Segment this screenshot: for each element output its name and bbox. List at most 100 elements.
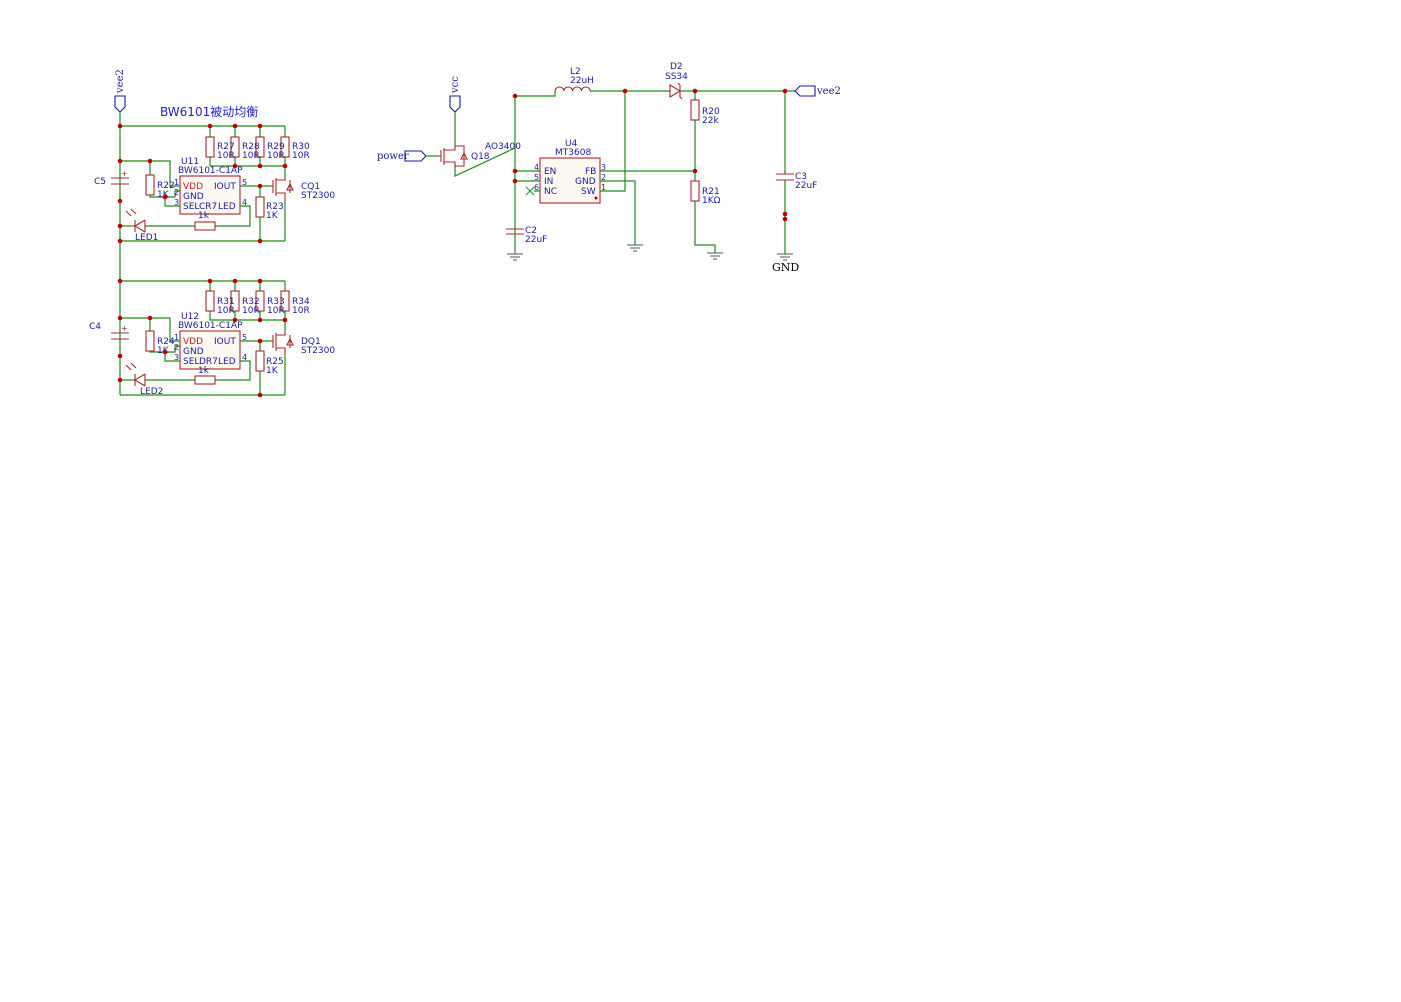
vee2-port-right: [794, 85, 816, 97]
c2-ref: C2: [525, 226, 537, 236]
r23-val: 1K: [266, 211, 279, 221]
vee2-right-label: vee2: [816, 86, 841, 97]
ground-symbol-3: [707, 252, 723, 260]
gnd-label: GND: [772, 261, 799, 274]
u12-pin-led: LED: [218, 357, 236, 367]
load-resistor-r29: [255, 136, 265, 158]
c2-val: 22uF: [525, 235, 547, 245]
resistor-r22: [145, 174, 155, 196]
d2-ref: D2: [670, 62, 683, 72]
u11-pin1: 1: [174, 178, 179, 187]
svg-text:+: +: [121, 169, 128, 178]
r32-ref: R32: [242, 297, 260, 307]
vee2-port-top: vee2: [114, 69, 126, 113]
ic-u4: [539, 157, 601, 204]
cq1-ref: CQ1: [301, 182, 320, 192]
r29-val: 10R: [267, 151, 285, 161]
r32-val: 10R: [242, 306, 260, 316]
power-port-label: power: [377, 151, 409, 162]
l2-val: 22uH: [570, 76, 594, 86]
u4-pin-sw: SW: [581, 187, 596, 197]
u12-pin4: 4: [242, 353, 247, 362]
balance-cell-2: R31 10R R32 10R R33 10R R34 10R + C4 R24…: [89, 280, 335, 397]
q18-val: AO3400: [485, 142, 521, 152]
r28-ref: R28: [242, 142, 260, 152]
led2-ref: LED2: [140, 387, 163, 397]
resistor-r24: [145, 330, 155, 352]
dq1-ref: DQ1: [301, 337, 321, 347]
capacitor-c4: +: [111, 324, 129, 340]
u4-ref: U4: [565, 139, 578, 149]
r22-val: 1K: [157, 190, 170, 200]
u4-pin-in: IN: [544, 177, 553, 187]
resistor-dr7: [194, 375, 216, 385]
led-2: [125, 362, 146, 387]
cr7-val: 1k: [198, 211, 210, 221]
load-resistor-r33: [255, 290, 265, 312]
ic-u12: [179, 330, 241, 370]
ground-symbol-2: [627, 244, 643, 252]
resistor-r25: [255, 350, 265, 372]
r33-ref: R33: [267, 297, 285, 307]
inductor-l2: [554, 86, 591, 92]
u11-pin-iout: IOUT: [214, 182, 236, 192]
cq1-val: ST2300: [301, 191, 335, 201]
led1-ref: LED1: [135, 233, 158, 243]
power-port: [404, 150, 427, 162]
u4-pin-gnd: GND: [575, 177, 596, 187]
u12-value: BW6101-C1AP: [178, 321, 243, 331]
q18-ref: Q18: [471, 152, 490, 162]
r33-val: 10R: [267, 306, 285, 316]
u11-pin-gnd: GND: [183, 192, 204, 202]
r21-ref: R21: [702, 187, 720, 197]
capacitor-c3: [776, 173, 794, 181]
ground-symbol-1: [507, 248, 523, 261]
r20-val: 22k: [702, 116, 719, 126]
u11-pin-sel: SEL: [183, 202, 199, 212]
load-resistor-r30: [280, 136, 290, 158]
mosfet-dq1: [272, 331, 294, 355]
u12-pin2: 2: [174, 343, 179, 352]
led-1: [125, 208, 146, 233]
load-resistor-r27: [205, 136, 215, 158]
u4-pin-fb: FB: [585, 167, 596, 177]
junction-dots: [117, 88, 788, 398]
r27-ref: R27: [217, 142, 235, 152]
load-resistor-r32: [230, 290, 240, 312]
cr7-ref: CR7: [199, 202, 217, 212]
u11-pin5: 5: [242, 178, 247, 187]
u12-pin-vdd: VDD: [183, 337, 203, 347]
r23-ref: R23: [266, 202, 284, 212]
u12-pin-sel: SEL: [183, 357, 199, 367]
r30-val: 10R: [292, 151, 310, 161]
r31-ref: R31: [217, 297, 235, 307]
u4-pin1: 1: [601, 183, 606, 192]
u11-pin3: 3: [174, 198, 179, 207]
ic-u11: [179, 175, 241, 215]
u11-ref: U11: [181, 157, 199, 167]
u4-pin6: 6: [534, 183, 539, 192]
r25-val: 1K: [266, 366, 279, 376]
u12-pin3: 3: [174, 353, 179, 362]
r25-ref: R25: [266, 357, 284, 367]
dr7-ref: DR7: [199, 357, 218, 367]
load-resistor-r28: [230, 136, 240, 158]
vcc-port: vcc: [449, 76, 461, 113]
balance-cell-1: R27 10R R28 10R R29 10R R30 10R + C5 R22…: [94, 125, 335, 243]
load-resistor-r31: [205, 290, 215, 312]
u11-pin-led: LED: [218, 202, 236, 212]
diode-d2: [669, 82, 683, 100]
r22-ref: R22: [157, 181, 175, 191]
r30-ref: R30: [292, 142, 310, 152]
u4-pin-en: EN: [544, 167, 556, 177]
resistor-r23: [255, 196, 265, 218]
u4-pin2: 2: [601, 173, 606, 182]
u11-pin4: 4: [242, 198, 247, 207]
dr7-val: 1k: [198, 366, 210, 376]
u12-ref: U12: [181, 312, 199, 322]
load-resistor-r34: [280, 290, 290, 312]
u4-pin-nc: NC: [544, 187, 557, 197]
mosfet-q18: [440, 145, 468, 167]
c3-ref: C3: [795, 172, 807, 182]
